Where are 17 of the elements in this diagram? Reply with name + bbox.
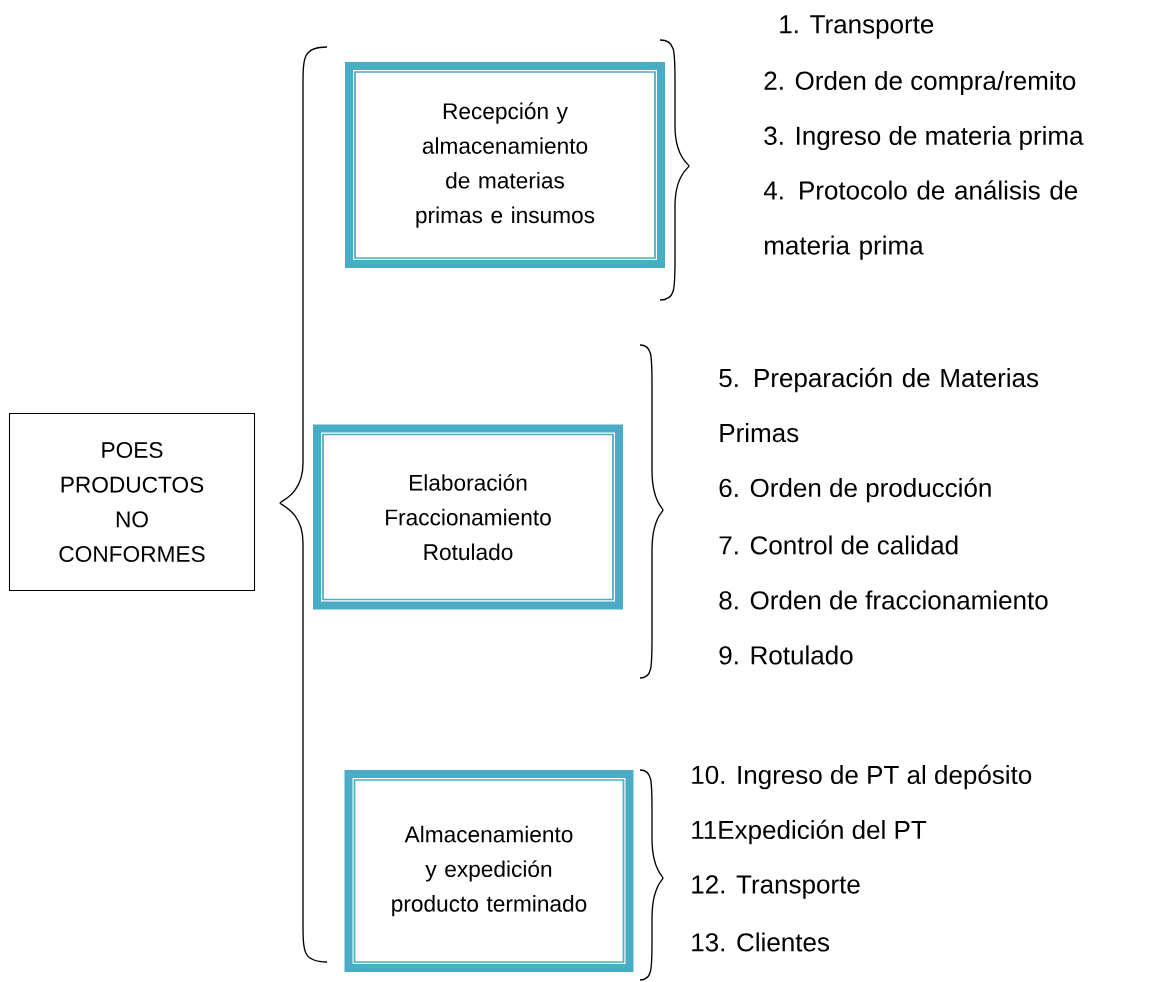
list-item: 4. Protocolo de análisis de materia prima	[763, 180, 1078, 260]
list-item: 1. Transporte	[780, 15, 934, 39]
list-item: 2. Orden de compra/remito	[764, 70, 1076, 96]
list-item: 9. Rotulado	[719, 645, 853, 665]
list-item: 5. Preparación de Materias Primas	[719, 367, 1039, 443]
list-item: 13. Clientes	[692, 932, 829, 952]
list-item: 12. Transporte	[692, 875, 860, 899]
list-item: 7. Control de calidad	[719, 535, 958, 555]
process-box: Recepción y almacenamiento de materias primas e insumos	[345, 62, 665, 268]
title-box: POES PRODUCTOS NO CONFORMES	[8, 412, 256, 592]
list-item: 8. Orden de fraccionamiento	[719, 590, 1048, 610]
process-box: Elaboración Fraccionamiento Rotulado	[313, 424, 623, 610]
list-item: 3. Ingreso de materia prima	[764, 125, 1084, 151]
list-item: 11Expedición del PT	[692, 819, 927, 845]
list-item: 10. Ingreso de PT al depósito	[692, 764, 1032, 790]
process-box: Almacenamiento y expedición producto terminado	[344, 770, 634, 972]
list-item: 6. Orden de producción	[719, 477, 991, 503]
